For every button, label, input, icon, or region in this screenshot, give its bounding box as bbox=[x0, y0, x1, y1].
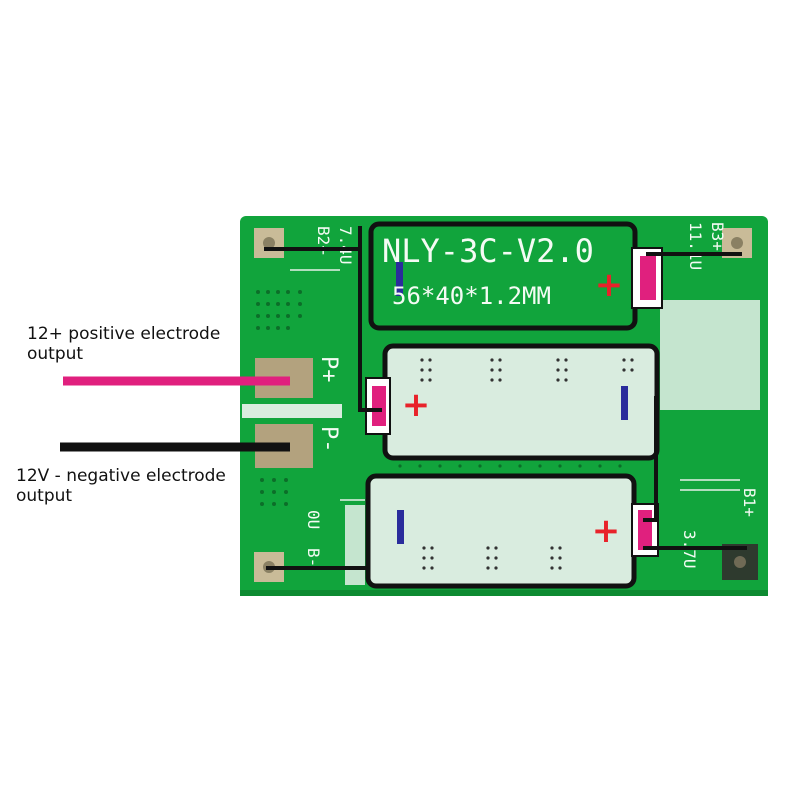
cell-interconnect-lines bbox=[264, 226, 747, 570]
positive-output-label: 12+ positive electrode output bbox=[27, 324, 220, 364]
negative-output-label: 12V - negative electrode output bbox=[16, 466, 226, 506]
silk-area-right bbox=[660, 300, 760, 410]
negative-output-label-line2: output bbox=[16, 486, 73, 506]
label-b0-voltage: 0U bbox=[304, 510, 323, 529]
silk-area-lower-left bbox=[345, 505, 365, 585]
label-b3-voltage: 11.1U bbox=[686, 222, 705, 270]
label-b1-name: B1+ bbox=[740, 488, 759, 517]
negative-marker-top bbox=[396, 262, 403, 296]
positive-marker-middle: + bbox=[402, 385, 431, 425]
battery-cell-top bbox=[368, 221, 663, 331]
positive-marker-top: + bbox=[595, 265, 624, 305]
pad-divider-strip bbox=[242, 404, 342, 418]
positive-output-label-line1: 12+ positive electrode bbox=[27, 324, 221, 344]
terminal-b2-hole bbox=[254, 228, 284, 258]
via-grid-left bbox=[256, 290, 302, 506]
board-title: NLY-3C-V2.0 bbox=[382, 232, 594, 270]
pcb-traces bbox=[290, 269, 740, 501]
negative-marker-bottom bbox=[397, 510, 404, 544]
board-dimensions: 56*40*1.2MM bbox=[392, 282, 551, 310]
negative-marker-middle bbox=[621, 386, 628, 420]
label-b0-name: B- bbox=[304, 548, 323, 567]
pcb-shadow-edge bbox=[240, 590, 768, 596]
positive-output-label-line2: output bbox=[27, 344, 84, 364]
label-p-plus: P+ bbox=[316, 356, 341, 383]
label-p-minus: P- bbox=[316, 426, 341, 453]
label-b3-name: B3+ bbox=[708, 222, 727, 251]
negative-output-label-line1: 12V - negative electrode bbox=[16, 466, 226, 486]
label-b2-voltage: 7.4U bbox=[336, 226, 355, 265]
battery-cell-bottom bbox=[365, 473, 659, 589]
cell-dot-pattern bbox=[420, 358, 634, 570]
positive-marker-bottom: + bbox=[592, 511, 621, 551]
via-row-between-cells bbox=[398, 464, 622, 468]
